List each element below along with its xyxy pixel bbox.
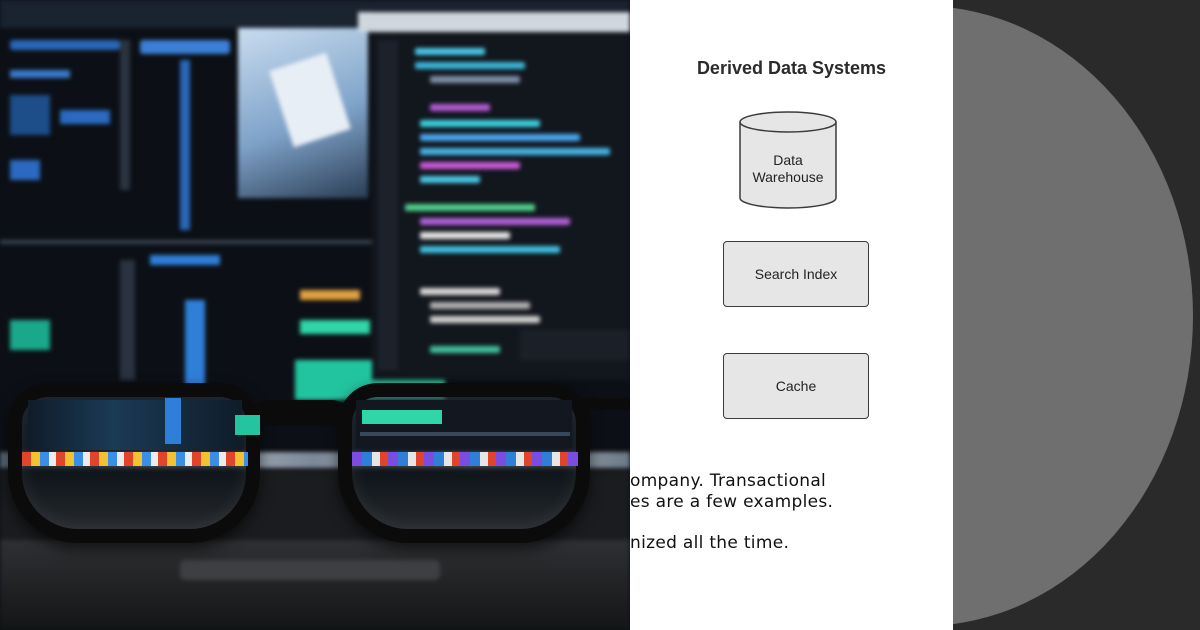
search-index-node: Search Index — [723, 241, 869, 307]
decorative-circle — [953, 6, 1193, 626]
glasses-bridge — [250, 400, 350, 426]
data-warehouse-label: Data Warehouse — [738, 152, 838, 186]
code-monitor-photo — [0, 0, 630, 630]
slide-text-line-2: es are a few examples. — [630, 492, 834, 512]
data-warehouse-label-line2: Warehouse — [752, 169, 824, 185]
dock-icons-right — [352, 452, 578, 466]
data-warehouse-cylinder — [739, 111, 837, 209]
diagram-title: Derived Data Systems — [696, 58, 887, 78]
right-backdrop — [953, 0, 1200, 630]
dock-icons-left — [22, 452, 248, 466]
lens-screen-right — [356, 400, 572, 448]
glasses-temple — [580, 398, 630, 410]
cache-node: Cache — [723, 353, 869, 419]
cache-label: Cache — [775, 378, 817, 394]
slide-panel: Derived Data Systems Data Warehouse Sear… — [630, 0, 953, 630]
slide-text-line-1: ompany. Transactional — [630, 471, 827, 491]
data-warehouse-label-line1: Data — [773, 152, 803, 168]
lens-screen-left — [28, 400, 242, 450]
search-index-label: Search Index — [754, 266, 838, 282]
slide-text-line-3: nized all the time. — [630, 533, 790, 553]
